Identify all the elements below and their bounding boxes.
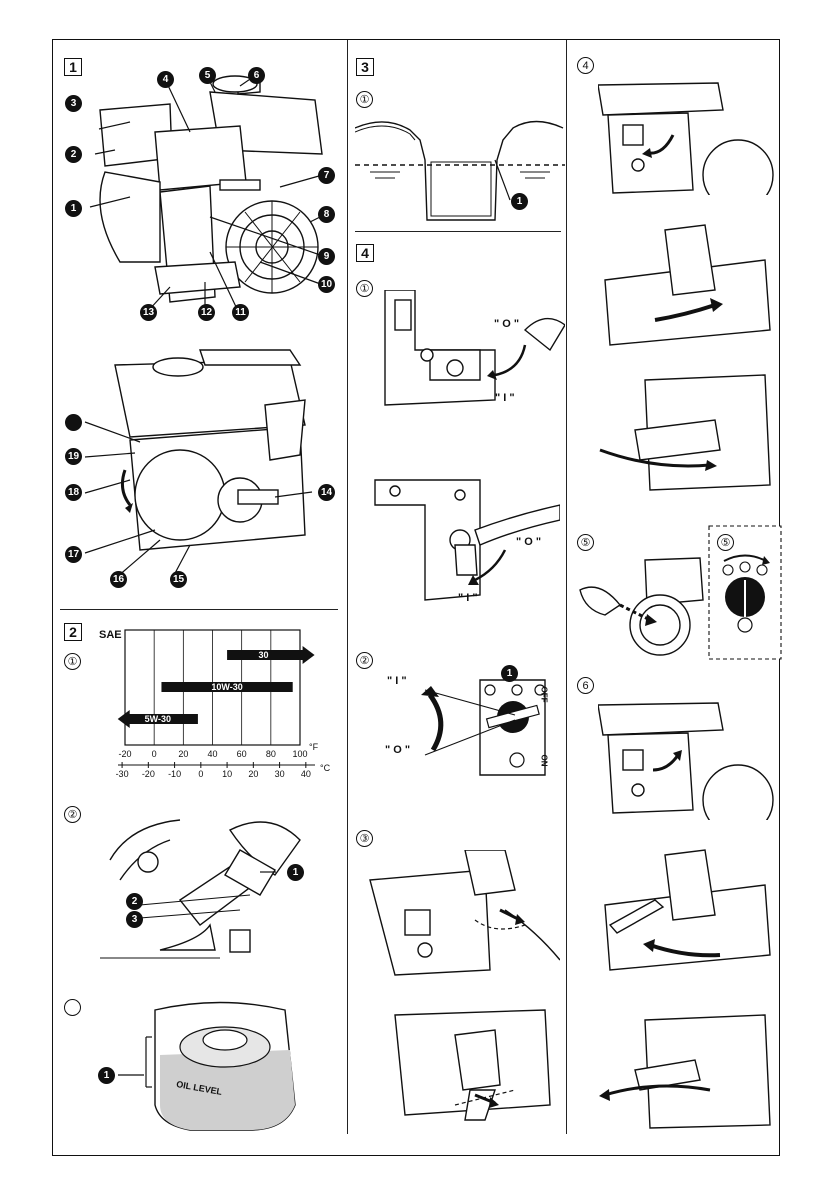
- section-divider-1-2: [60, 609, 338, 610]
- column-divider-1: [347, 40, 348, 1134]
- callout-19: 19: [65, 448, 82, 465]
- c-tick-0: -30: [116, 769, 129, 779]
- callout-7: 7: [318, 167, 335, 184]
- step-4-3-marker: ③: [356, 830, 373, 847]
- callout-switch-1: 1: [501, 665, 518, 682]
- celsius-unit: °C: [320, 763, 330, 773]
- c-tick-3: 0: [198, 769, 203, 779]
- section-4-right-marker: 4: [577, 57, 594, 74]
- callout-13: 13: [140, 304, 157, 321]
- c-tick-5: 20: [248, 769, 258, 779]
- callout-4: 4: [157, 71, 174, 88]
- throttle-return-illustration-2: [595, 1010, 775, 1132]
- callout-17: 17: [65, 546, 82, 563]
- c-tick-1: -20: [142, 769, 155, 779]
- callout-10: 10: [318, 276, 335, 293]
- choke-illustration-1: [365, 850, 560, 980]
- bar-label-10W-30: 10W-30: [211, 682, 242, 692]
- f-tick-0: -20: [118, 749, 131, 759]
- callout-9: 9: [318, 248, 335, 265]
- section-3-label: 3: [356, 58, 374, 76]
- f-tick-3: 40: [207, 749, 217, 759]
- f-tick-1: 0: [152, 749, 157, 759]
- choke-close-illustration: [598, 75, 776, 195]
- callout-oil-level-1: 1: [98, 1067, 115, 1084]
- step-4-2-marker: ②: [356, 652, 373, 669]
- fuel-valve-illustration-1: [375, 290, 565, 430]
- f-tick-2: 20: [178, 749, 188, 759]
- oil-viscosity-chart: 30 10W-30 5W-30 -20 0 20 40 60 80 100 -30 -20 -10 0…: [105, 620, 340, 780]
- c-tick-4: 10: [222, 769, 232, 779]
- c-tick-2: -10: [168, 769, 181, 779]
- step-1-marker: ①: [64, 653, 81, 670]
- choke-open-illustration: [598, 695, 776, 820]
- callout-8: 8: [318, 206, 335, 223]
- section-6-marker: 6: [577, 677, 594, 694]
- c-tick-7: 40: [301, 769, 311, 779]
- step-2-marker: ②: [64, 806, 81, 823]
- section-5-detail-marker: ⑤: [717, 534, 734, 551]
- c-tick-6: 30: [275, 769, 285, 779]
- recoil-starter-illustration: [575, 550, 705, 665]
- choke-illustration-2: [385, 995, 560, 1125]
- throttle-illustration-2: [595, 370, 775, 495]
- f-tick-5: 80: [266, 749, 276, 759]
- air-filter-oil-level-illustration: [100, 995, 340, 1135]
- section-4-label: 4: [356, 244, 374, 262]
- step-empty-marker: [64, 999, 81, 1016]
- bar-label-30: 30: [259, 650, 269, 660]
- callout-strainer-1: 1: [511, 193, 528, 210]
- callout-5: 5: [199, 67, 216, 84]
- section-5-marker: ⑤: [577, 534, 594, 551]
- engine-illustration-rear: [60, 345, 345, 595]
- column-divider-2: [566, 40, 567, 1134]
- fahrenheit-unit: °F: [309, 742, 318, 752]
- dipstick-illustration: [100, 800, 340, 970]
- valve-on-label-1: " I ": [495, 392, 515, 404]
- callout-11: 11: [232, 304, 249, 321]
- callout-16: 16: [110, 571, 127, 588]
- switch-on-word: ON: [540, 755, 549, 767]
- switch-off-label: " O ": [385, 744, 410, 756]
- throttle-return-illustration-1: [595, 845, 775, 975]
- callout-dipstick-1: 1: [287, 864, 304, 881]
- engine-illustration-top: [60, 62, 345, 332]
- callout-dot: [65, 414, 82, 431]
- section-2-label: 2: [64, 623, 82, 641]
- callout-14: 14: [318, 484, 335, 501]
- bar-label-5W-30: 5W-30: [145, 714, 171, 724]
- callout-2: 2: [65, 146, 82, 163]
- valve-off-label-1: " O ": [494, 318, 519, 330]
- f-tick-6: 100: [292, 749, 307, 759]
- callout-18: 18: [65, 484, 82, 501]
- callout-15: 15: [170, 571, 187, 588]
- callout-dipstick-3: 3: [126, 911, 143, 928]
- section-divider-3-4: [355, 231, 561, 232]
- callout-3: 3: [65, 95, 82, 112]
- callout-12: 12: [198, 304, 215, 321]
- callout-1: 1: [65, 200, 82, 217]
- step-3-1-marker: ①: [356, 91, 373, 108]
- fuel-tank-strainer-illustration: [355, 110, 565, 225]
- callout-6: 6: [248, 67, 265, 84]
- f-tick-4: 60: [237, 749, 247, 759]
- valve-on-label-2: " I ": [458, 592, 478, 604]
- step-4-1-marker: ①: [356, 280, 373, 297]
- throttle-illustration-1: [595, 220, 775, 350]
- callout-dipstick-2: 2: [126, 893, 143, 910]
- switch-on-label: " I ": [387, 675, 407, 687]
- valve-off-label-2: " O ": [516, 536, 541, 548]
- switch-off-word: OFF: [540, 687, 549, 703]
